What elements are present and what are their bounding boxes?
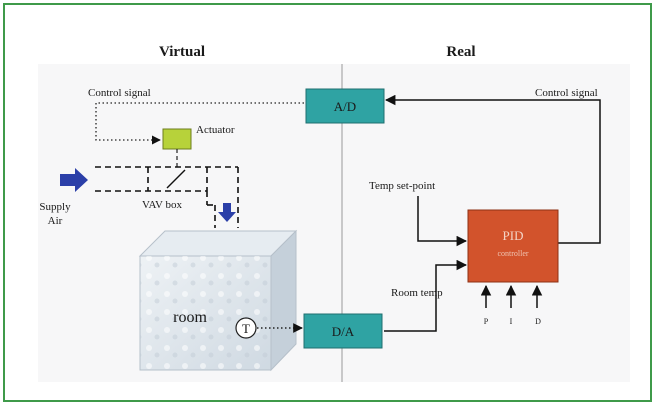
da-label: D/A <box>332 324 355 339</box>
control-signal-to-actuator <box>95 102 304 145</box>
pid-controller <box>467 209 559 283</box>
p-label: P <box>484 317 489 326</box>
real-title: Real <box>446 44 475 60</box>
control-signal-left-label: Control signal <box>88 87 151 99</box>
control-signal-right-label: Control signal <box>535 87 598 99</box>
da-to-pid-arrow <box>384 259 468 332</box>
supply-air-arrow <box>60 168 88 192</box>
pid-label: PID <box>503 228 524 243</box>
ad-label: A/D <box>334 99 356 114</box>
temperature-sensor <box>235 317 257 339</box>
actuator <box>162 128 192 150</box>
setpoint-to-pid-arrow <box>417 196 468 247</box>
i-label: I <box>510 317 513 326</box>
room-label: room <box>173 309 207 326</box>
d-label: D <box>535 317 541 326</box>
supply-air-label-1: Supply <box>39 201 71 213</box>
da-converter <box>303 313 383 349</box>
pid-to-ad-arrow <box>384 94 601 244</box>
airflow-down-arrow <box>218 203 236 222</box>
vav-damper <box>166 169 186 189</box>
vav-ducts <box>95 166 239 228</box>
temp-setpoint-label: Temp set-point <box>369 180 435 192</box>
actuator-label: Actuator <box>196 124 235 136</box>
room-cube <box>138 229 298 372</box>
supply-air-label-2: Air <box>48 215 63 227</box>
ad-converter <box>305 88 385 124</box>
virtual-title: Virtual <box>159 44 205 60</box>
pid-sub-label: controller <box>497 249 528 258</box>
vav-box-label: VAV box <box>142 199 183 211</box>
room-temp-label: Room temp <box>391 287 443 299</box>
sensor-label: T <box>242 321 250 336</box>
